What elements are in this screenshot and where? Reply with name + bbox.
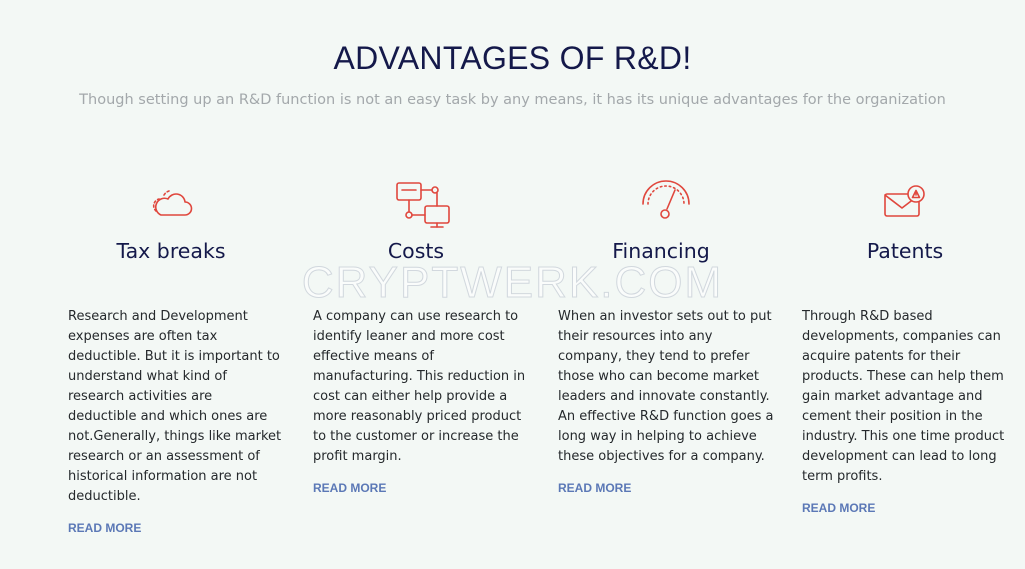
card-title: Financing — [612, 239, 710, 263]
card-description: Research and Development expenses are of… — [68, 309, 282, 504]
mail-alert-icon — [802, 180, 1022, 230]
read-more-link[interactable]: READ MORE — [802, 501, 876, 515]
read-more-link[interactable]: READ MORE — [68, 521, 142, 535]
watermark: CRYPTWERK.COM — [301, 258, 724, 308]
card-description: A company can use research to identify l… — [313, 309, 526, 464]
page-subtitle: Though setting up an R&D function is not… — [79, 92, 946, 108]
card-description: Through R&D based developments, companie… — [802, 309, 1005, 484]
page-title: ADVANTAGES OF R&D! — [333, 40, 692, 76]
read-more-link[interactable]: READ MORE — [558, 481, 632, 495]
card-title: Tax breaks — [116, 239, 226, 263]
card-description: When an investor sets out to put their r… — [558, 309, 774, 464]
gauge-icon — [558, 180, 778, 230]
cloud-icon — [68, 180, 288, 230]
network-icon — [313, 180, 533, 230]
read-more-link[interactable]: READ MORE — [313, 481, 387, 495]
card-title: Patents — [866, 239, 944, 263]
card-title: Costs — [387, 239, 445, 263]
